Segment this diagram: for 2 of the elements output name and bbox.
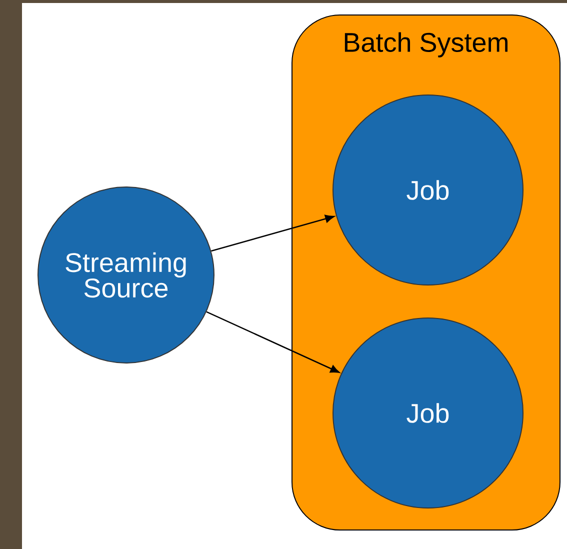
arrow — [206, 311, 340, 373]
arrow — [211, 214, 334, 252]
